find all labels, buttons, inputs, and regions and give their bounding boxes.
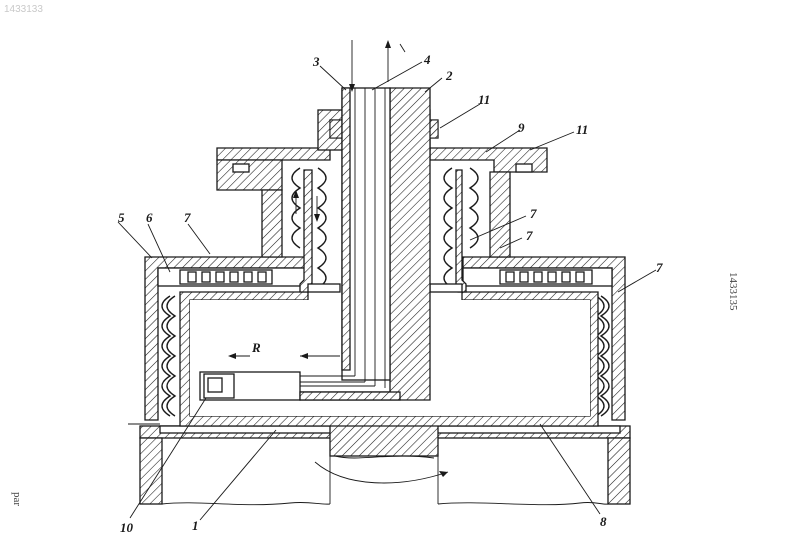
- label-8: 8: [600, 514, 607, 529]
- label-7d: 7: [656, 260, 663, 275]
- label-6: 6: [146, 210, 153, 225]
- side-page-number: 1433135: [727, 272, 739, 311]
- label-7b: 7: [530, 206, 537, 221]
- label-10: 10: [120, 520, 134, 535]
- label-9: 9: [518, 120, 525, 135]
- flow-label-r: R: [251, 340, 261, 355]
- label-4: 4: [423, 52, 431, 67]
- bearing-left: [180, 270, 272, 284]
- label-1: 1: [192, 518, 199, 533]
- label-2: 2: [445, 68, 453, 83]
- label-11b: 11: [576, 122, 588, 137]
- margin-mark: par: [11, 492, 23, 506]
- label-5: 5: [118, 210, 125, 225]
- watermark-text: 1433133: [4, 4, 43, 15]
- label-7c: 7: [526, 228, 533, 243]
- base-plate: [128, 420, 630, 505]
- bellows-left-outer: [162, 296, 175, 416]
- label-7a: 7: [184, 210, 191, 225]
- label-11a: 11: [478, 92, 490, 107]
- bearing-right: [500, 270, 592, 284]
- label-3: 3: [312, 54, 320, 69]
